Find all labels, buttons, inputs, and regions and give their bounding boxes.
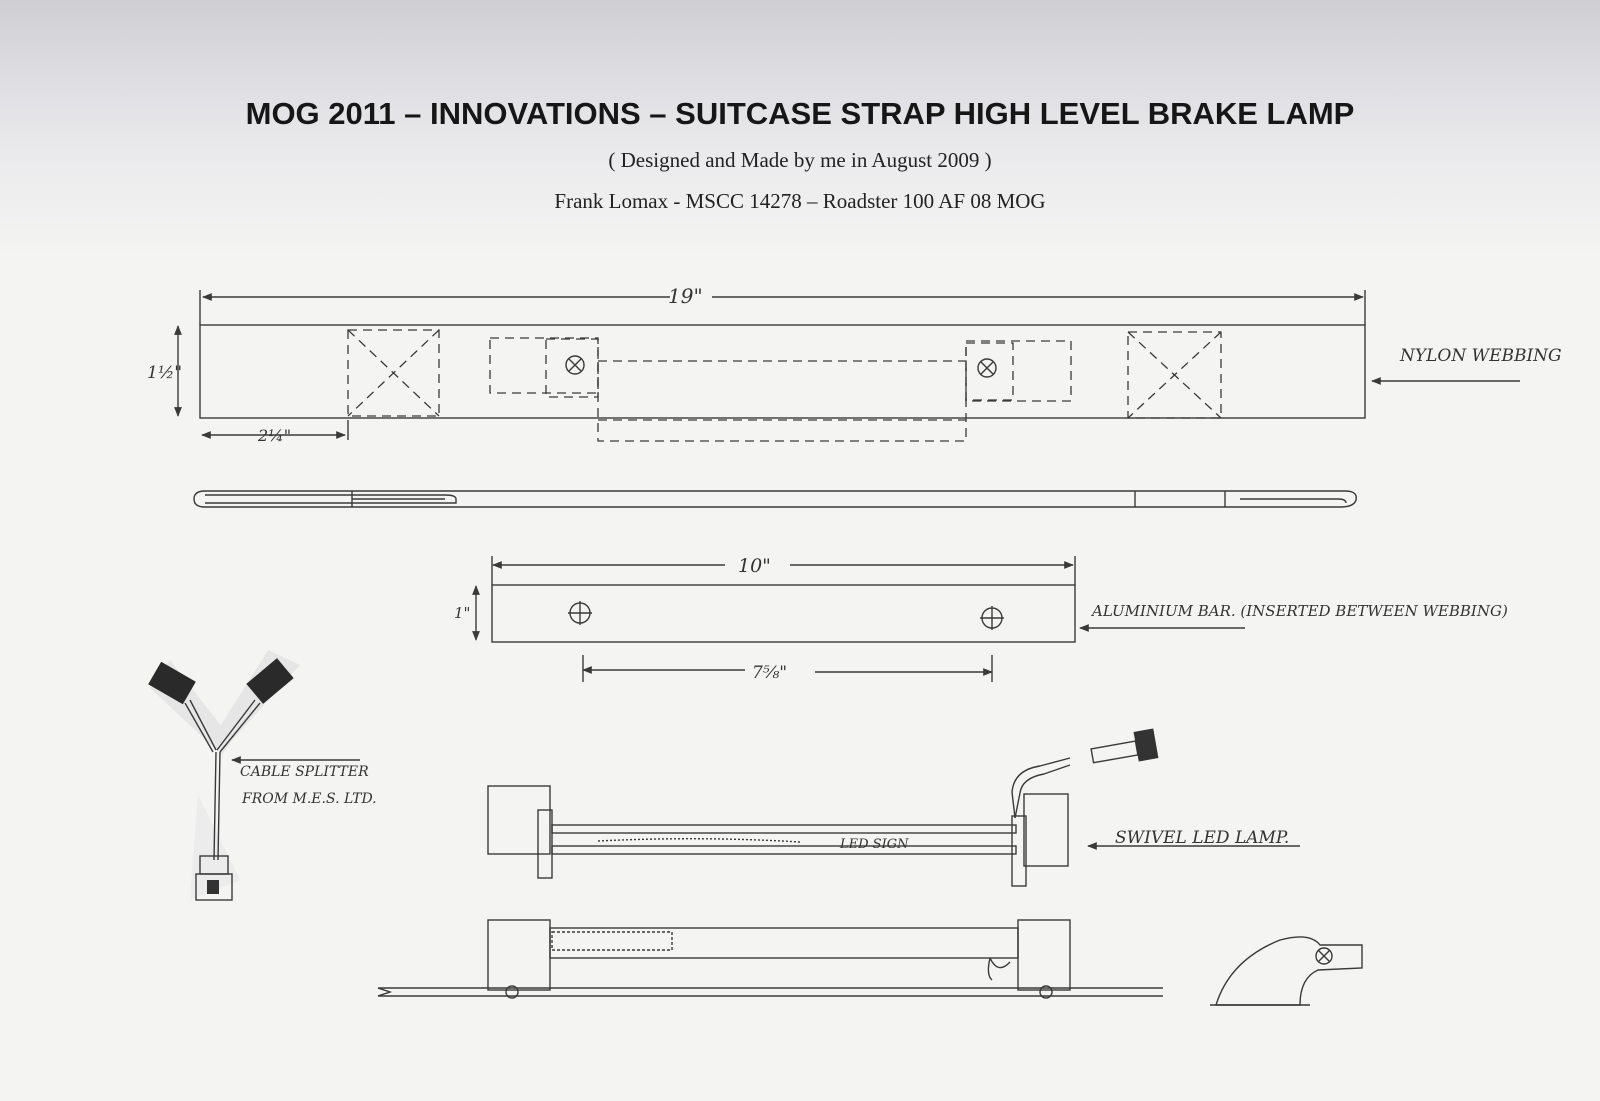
strap-height-label: 1½" xyxy=(147,363,182,383)
led-sign-strip xyxy=(597,838,801,843)
strap-length-label: 19" xyxy=(668,284,703,308)
bolt-block-right xyxy=(965,340,1072,402)
bar-callout: ALUMINIUM BAR. (INSERTED BETWEEN WEBBING… xyxy=(1090,602,1508,620)
bar-length-label: 10" xyxy=(738,555,771,577)
page-subtitle: ( Designed and Made by me in August 2009… xyxy=(608,148,992,172)
bracket-bolt xyxy=(1315,947,1333,965)
bolt-hole-left xyxy=(565,355,585,375)
led-array xyxy=(551,931,673,951)
hole-spacing-label: 7⅝" xyxy=(752,663,787,683)
bar-outline xyxy=(491,584,1076,643)
swivel-lamp-side xyxy=(377,919,1363,1006)
stitch-box-left xyxy=(347,329,440,417)
lamp-tube-top xyxy=(551,824,1017,834)
strap-offset-label: 2¼" xyxy=(257,426,291,445)
webbing-callout: NYLON WEBBING xyxy=(1399,346,1562,366)
strap-side-view xyxy=(193,490,1357,508)
cable-splitter-drawing: CABLE SPLITTER FROM M.E.S. LTD. xyxy=(148,650,377,901)
splitter-cable xyxy=(213,751,217,861)
aluminium-bar-view: 10" 1" 7⅝" ALUMINIUM BAR. (INSERTED BETW… xyxy=(454,555,1508,683)
header-shading xyxy=(0,0,1600,260)
author-line: Frank Lomax - MSCC 14278 – Roadster 100 … xyxy=(554,189,1046,213)
page-title: MOG 2011 – INNOVATIONS – SUITCASE STRAP … xyxy=(245,96,1355,131)
webbing-side-line xyxy=(378,987,1163,997)
lamp-end-cap-left xyxy=(487,785,551,855)
lamp-bulb-holder xyxy=(1090,740,1139,764)
connector-right xyxy=(246,658,294,704)
lamp-end-cap-right xyxy=(1023,793,1069,867)
lamp-side-tube xyxy=(549,927,1019,959)
strap-outline xyxy=(199,324,1366,419)
stitch-box-right xyxy=(1127,331,1222,419)
swivel-lamp-front: LED SIGN SWIVEL LED LAMP. xyxy=(487,728,1300,887)
lamp-bracket xyxy=(1215,936,1363,1006)
lamp-cable xyxy=(1011,757,1071,819)
bar-hidden-outline xyxy=(597,360,967,442)
lamp-bulb-socket xyxy=(1133,728,1159,762)
splitter-callout-line1: CABLE SPLITTER xyxy=(240,764,369,780)
bolt-hole-right xyxy=(977,358,997,378)
bar-height-label: 1" xyxy=(454,604,470,622)
splitter-callout-line2: FROM M.E.S. LTD. xyxy=(241,791,377,807)
strap-top-view: 19" 1½" 2¼" NYLON WEBBING xyxy=(147,284,1562,445)
strap-side-outline xyxy=(193,490,1357,508)
connector-left xyxy=(148,661,196,705)
lamp-side-cap-right xyxy=(1017,919,1071,991)
lamp-callout: SWIVEL LED LAMP. xyxy=(1115,828,1289,848)
led-sign-label: LED SIGN xyxy=(839,837,909,852)
bolt-block-left xyxy=(489,337,599,394)
lamp-side-cap-left xyxy=(487,919,551,991)
